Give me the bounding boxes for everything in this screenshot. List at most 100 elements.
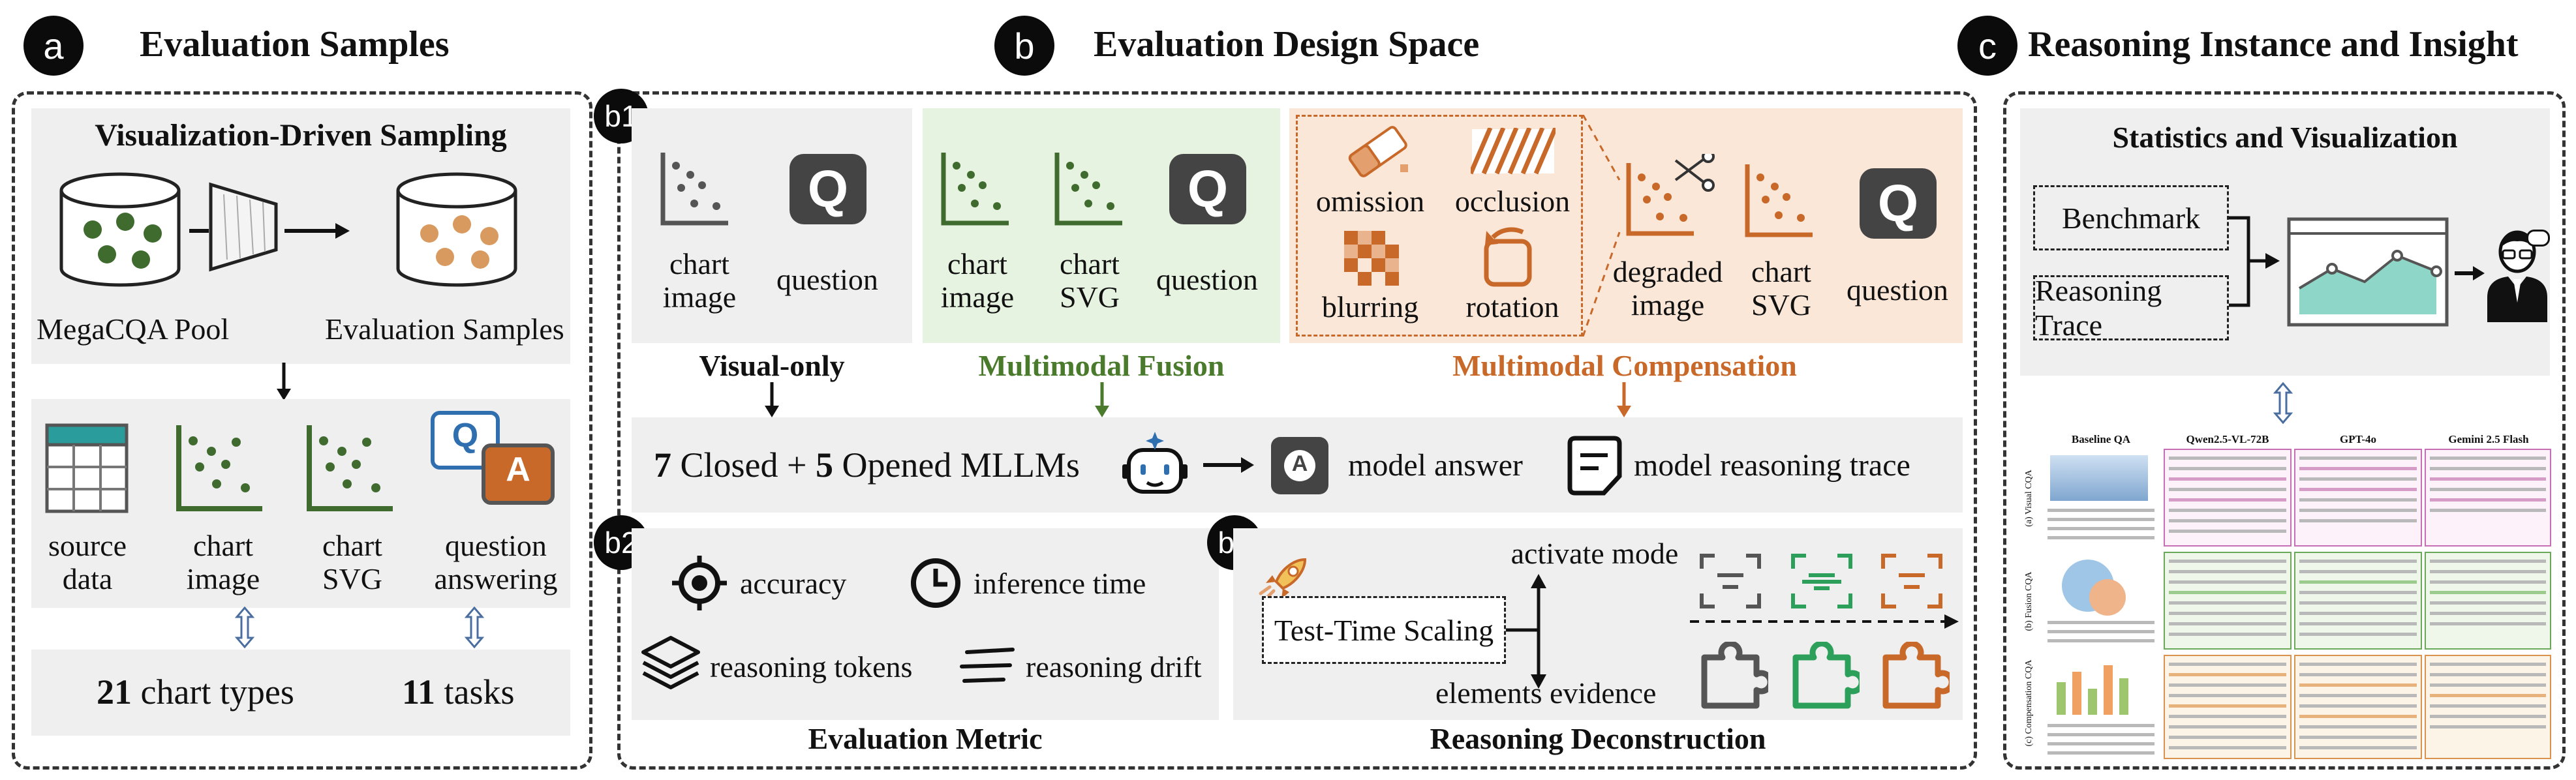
tasks-count: 11 tasks xyxy=(402,672,515,712)
target-icon xyxy=(672,556,727,610)
chart-svg-icon xyxy=(307,425,393,511)
row-label: (a) Visual CQA xyxy=(2024,470,2034,527)
activate-mode-label: activate mode xyxy=(1510,537,1679,570)
degradation-omission: omission xyxy=(1315,185,1425,218)
degradation-rotation: rotation xyxy=(1465,290,1559,323)
rotation-icon xyxy=(1484,227,1532,287)
double-arrow-icon xyxy=(2273,382,2293,424)
model-answer-icon: A xyxy=(1271,437,1328,494)
sampling-arrow-icon xyxy=(189,223,350,239)
table-header: Gemini 2.5 Flash xyxy=(2448,433,2529,445)
panel-b-badge: b xyxy=(994,16,1054,76)
panel-c-frame xyxy=(2003,91,2566,770)
question-icon: Q xyxy=(1860,168,1937,239)
benchmark-box: Benchmark xyxy=(2033,185,2229,250)
double-arrow-icon xyxy=(235,607,254,648)
models-count: 7 Closed + 5 Opened MLLMs xyxy=(654,445,1080,485)
fusion-question: question xyxy=(1156,263,1258,296)
model-trace-label: model reasoning trace xyxy=(1634,448,1910,483)
reasoning-deconstruction-title: Reasoning Deconstruction xyxy=(1430,722,1766,755)
trace-cell xyxy=(2425,655,2551,759)
metric-inference-time: inference time xyxy=(974,567,1146,600)
models-panel: 7 Closed + 5 Opened MLLMs A model answer… xyxy=(632,417,1963,513)
chart-svg-icon xyxy=(1745,164,1813,237)
trace-cell xyxy=(2294,449,2422,547)
multimodal-compensation-panel: omission occlusion blurring rotation xyxy=(1289,108,1963,343)
panel-a-frame xyxy=(12,91,592,770)
degradation-blurring: blurring xyxy=(1321,290,1419,323)
table-header: GPT-4o xyxy=(2339,433,2377,445)
source-data-table-icon xyxy=(45,423,129,513)
clock-icon xyxy=(911,558,960,608)
question-icon: Q xyxy=(1169,154,1246,224)
test-time-scaling-box: Test-Time Scaling xyxy=(1262,596,1506,664)
baseline-thumb xyxy=(2042,552,2160,650)
trace-cell xyxy=(2425,449,2551,547)
metric-accuracy: accuracy xyxy=(740,567,847,600)
reasoning-trace-icon xyxy=(1567,436,1622,496)
chart-types-count: 21 chart types xyxy=(97,672,294,712)
stats-title: Statistics and Visualization xyxy=(2112,121,2458,154)
pool-cylinder-icon xyxy=(59,172,181,287)
degradation-occlusion: occlusion xyxy=(1454,185,1571,218)
evaluation-metric-title: Evaluation Metric xyxy=(808,722,1043,755)
analyst-person-icon xyxy=(2487,230,2547,322)
elements-evidence-label: elements evidence xyxy=(1435,676,1657,710)
chart-image-icon xyxy=(660,153,728,226)
metrics-panel: accuracy inference time reasoning tokens… xyxy=(632,528,1219,720)
degrade-connector-icon xyxy=(1583,115,1621,337)
table-header: Baseline QA xyxy=(2071,433,2131,445)
chart-svg-icon xyxy=(1054,153,1122,226)
trace-cell xyxy=(2164,449,2292,547)
multimodal-fusion-title: Multimodal Fusion xyxy=(978,349,1225,382)
degradation-box xyxy=(1296,115,1583,337)
right-arrow-icon xyxy=(1203,457,1254,473)
branch-arrow-icon xyxy=(1506,574,1546,689)
sampling-title: Visualization-Driven Sampling xyxy=(95,118,507,153)
blurring-icon xyxy=(1344,231,1399,286)
mode-icon xyxy=(1791,554,1852,608)
reasoning-trace-box: Reasoning Trace xyxy=(2033,274,2229,342)
table-header: Qwen2.5-VL-72B xyxy=(2186,433,2269,445)
samples-label: Evaluation Samples xyxy=(325,312,564,346)
down-arrow-icon xyxy=(1617,382,1631,417)
multimodal-compensation-title: Multimodal Compensation xyxy=(1452,349,1797,382)
model-answer-label: model answer xyxy=(1348,448,1523,483)
mode-icon xyxy=(1881,554,1942,608)
counts-panel: 21 chart types 11 tasks xyxy=(31,650,570,736)
metric-reasoning-drift: reasoning drift xyxy=(1026,650,1202,683)
benchmark-label: Benchmark xyxy=(2061,201,2201,235)
reasoning-trace-label: Reasoning Trace xyxy=(2035,274,2162,342)
down-arrow-icon xyxy=(277,363,291,400)
puzzle-icon xyxy=(1701,642,1768,709)
panel-a-title: Evaluation Samples xyxy=(140,24,450,65)
trace-cell xyxy=(2164,655,2292,759)
puzzle-icon xyxy=(1792,642,1860,709)
sampling-panel: Visualization-Driven Sampling MegaCQA Po… xyxy=(31,108,570,364)
test-time-scaling-label: Test-Time Scaling xyxy=(1274,613,1494,647)
panel-c-badge: c xyxy=(1957,16,2017,76)
degraded-image-icon xyxy=(1626,154,1715,236)
layers-icon xyxy=(641,636,700,689)
panel-c-title: Reasoning Instance and Insight xyxy=(2028,24,2519,65)
eraser-icon xyxy=(1348,126,1408,177)
chart-image-icon xyxy=(176,425,262,511)
trace-cell xyxy=(2164,552,2292,650)
trace-cell xyxy=(2425,552,2551,650)
question-answering-icon: Q A xyxy=(431,411,561,515)
samples-cylinder-icon xyxy=(396,172,517,287)
merge-bracket-icon xyxy=(2229,216,2280,307)
trace-cell xyxy=(2294,552,2422,650)
panel-b-title: Evaluation Design Space xyxy=(1094,24,1480,65)
filter-funnel-icon xyxy=(209,182,278,272)
panel-b-frame xyxy=(617,91,1977,770)
